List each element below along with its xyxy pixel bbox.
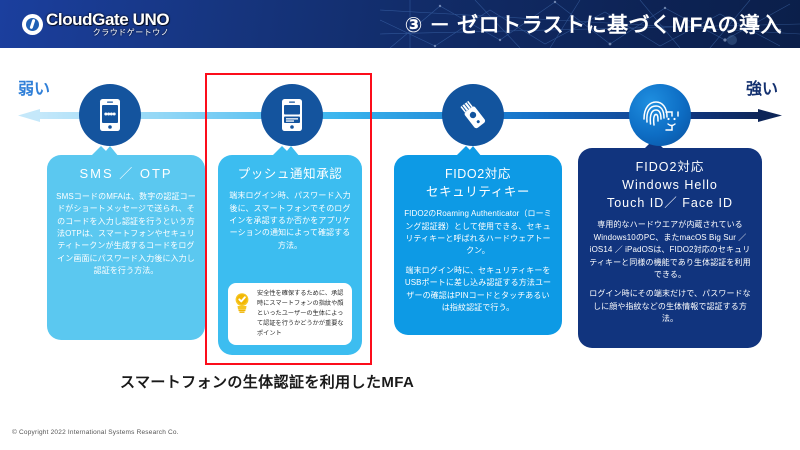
card-fido2-windows-hello[interactable]: FIDO2対応 Windows Hello Touch ID／ Face ID … bbox=[578, 139, 762, 348]
strength-axis-arrow bbox=[18, 109, 782, 122]
slide-header: CloudGate UNO クラウドゲートウノ ③ － ゼロトラストに基づくMF… bbox=[0, 0, 800, 48]
card-body-sms-otp: SMSコードのMFAは、数字の認証コードがショートメッセージで送られ、そのコード… bbox=[56, 191, 196, 278]
logo-subtext: クラウドゲートウノ bbox=[92, 28, 170, 37]
network-decoration-icon bbox=[380, 0, 800, 48]
smartphone-push-notification-icon bbox=[282, 99, 302, 131]
node-security-key[interactable] bbox=[442, 84, 504, 146]
card-paragraph: 端末ログイン時に、セキュリティキーをUSBポートに差し込み認証する方法ユーザーの… bbox=[404, 265, 552, 312]
node-biometric[interactable] bbox=[629, 84, 691, 146]
card-fido2-security-key[interactable]: FIDO2対応 セキュリティキー FIDO2のRoaming Authentic… bbox=[394, 146, 562, 335]
card-body-fido2-security-key: FIDO2のRoaming Authenticator（ローミング認証器）として… bbox=[403, 208, 553, 314]
page-title: ③ － ゼロトラストに基づくMFAの導入 bbox=[404, 14, 782, 37]
logo-wordmark: CloudGate UNO bbox=[46, 10, 170, 29]
connector-4 bbox=[651, 146, 669, 157]
usb-security-key-icon bbox=[460, 100, 486, 129]
cloudgate-circle-logo-icon bbox=[22, 13, 43, 35]
fingerprint-face-id-icon bbox=[643, 101, 679, 131]
card-sms-otp[interactable]: SMS ／ OTP SMSコードのMFAは、数字の認証コードがショートメッセージ… bbox=[47, 146, 205, 340]
axis-label-strong: 強い bbox=[745, 81, 778, 98]
node-smartphone-passcode[interactable] bbox=[79, 84, 141, 146]
card-title-fido2-security-key: FIDO2対応 セキュリティキー bbox=[425, 167, 531, 200]
connector-2 bbox=[282, 146, 300, 157]
callout-text: 安全性を確保するために、承認時にスマートフォンの指紋や顔といったユーザーの生体に… bbox=[257, 289, 344, 337]
lightbulb-check-icon bbox=[233, 289, 253, 318]
key-point-callout: 安全性を確保するために、承認時にスマートフォンの指紋や顔といったユーザーの生体に… bbox=[228, 282, 352, 345]
card-title-fido2-windows-hello: FIDO2対応 Windows Hello Touch ID／ Face ID bbox=[606, 160, 734, 211]
connector-3 bbox=[464, 146, 482, 157]
card-paragraph: 専用的なハードウエアが内蔵されているWindows10のPC、またmacOS B… bbox=[589, 220, 751, 279]
card-paragraph: 端末ログイン時、パスワード入力後に、スマートフォンでそのログインを承認するか否か… bbox=[229, 191, 351, 250]
cloudgate-uno-logo: CloudGate UNO クラウドゲートウノ bbox=[22, 8, 170, 40]
card-paragraph: ログイン時にその端末だけで、パスワードなしに顔や指紋などの生体情報で認証する方法… bbox=[589, 289, 751, 324]
smartphone-passcode-icon bbox=[100, 99, 120, 131]
card-push-approval[interactable]: プッシュ通知承認 端末ログイン時、パスワード入力後に、スマートフォンでそのログイ… bbox=[218, 146, 362, 355]
card-title-sms-otp: SMS ／ OTP bbox=[79, 166, 173, 181]
card-paragraph: FIDO2のRoaming Authenticator（ローミング認証器）として… bbox=[404, 209, 552, 256]
slide-caption: スマートフォンの生体認証を利用したMFA bbox=[120, 374, 415, 391]
card-title-push-approval: プッシュ通知承認 bbox=[237, 167, 343, 181]
card-body-fido2-windows-hello: 専用的なハードウエアが内蔵されているWindows10のPC、またmacOS B… bbox=[587, 219, 753, 325]
axis-label-weak: 弱い bbox=[18, 81, 51, 98]
node-smartphone-push[interactable] bbox=[261, 84, 323, 146]
connector-1 bbox=[101, 146, 119, 157]
card-paragraph: SMSコードのMFAは、数字の認証コードがショートメッセージで送られ、そのコード… bbox=[56, 191, 196, 276]
copyright-notice: © Copyright 2022 International Systems R… bbox=[12, 429, 179, 436]
card-body-push-approval: 端末ログイン時、パスワード入力後に、スマートフォンでそのログインを承認するか否か… bbox=[227, 190, 353, 252]
